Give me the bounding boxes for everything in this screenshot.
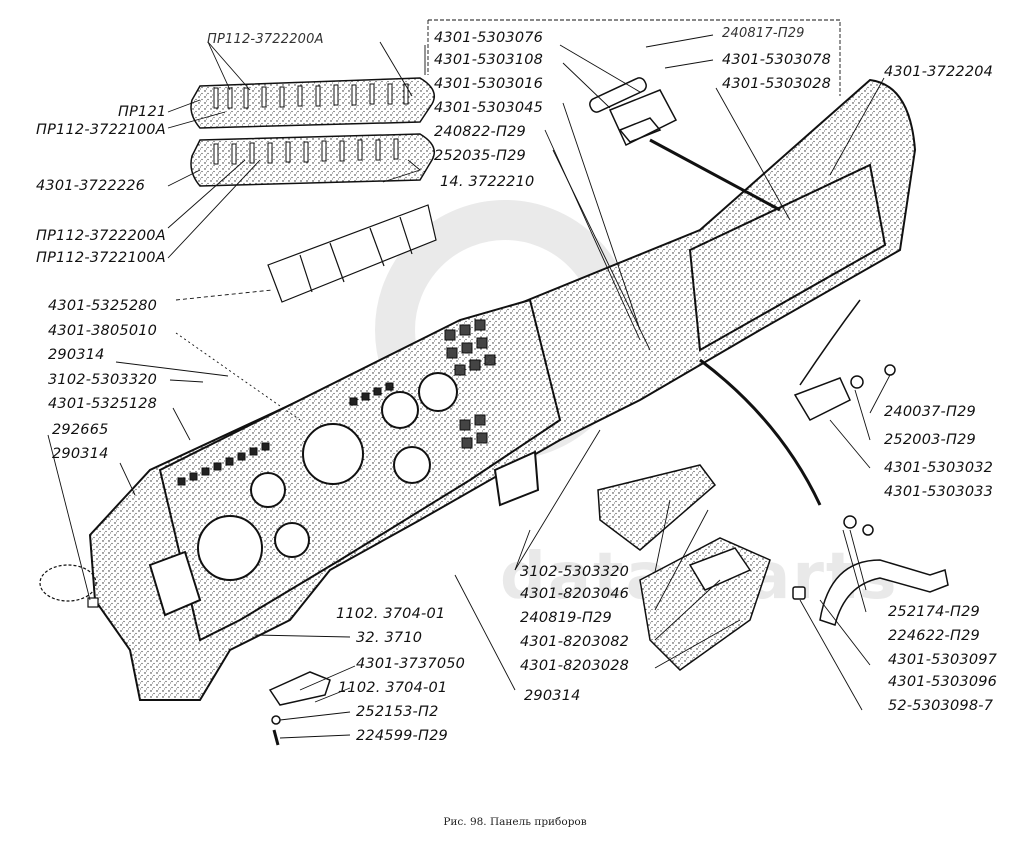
hinge-arrow	[799, 299, 861, 386]
label-screw-290314-c: 290314	[524, 688, 581, 704]
ashtray-cover	[597, 464, 717, 551]
label-instrument-cluster: 4301-3805010	[48, 323, 158, 339]
label-ashtray-8203046: 4301-8203046	[520, 586, 630, 602]
label-screw-290314-b: 290314	[52, 446, 109, 462]
leader-lines	[47, 19, 891, 739]
label-lock-5303108: 4301-5303108	[434, 52, 544, 68]
label-fuse-holder: 14. 3722210	[440, 174, 535, 190]
indicator-strip	[177, 382, 394, 486]
glovebox-lock	[589, 77, 678, 147]
gauge-small-3	[381, 391, 419, 429]
label-washer-252003: 252003-П29	[884, 432, 976, 448]
label-bracket-5303096: 4301-5303096	[888, 674, 998, 690]
label-pr121: ПР121	[118, 104, 167, 120]
label-switch-1102-b: 1102. 3704-01	[338, 680, 448, 696]
label-switch-1102-a: 1102. 3704-01	[336, 606, 446, 622]
label-hinge-5303032: 4301-5303032	[884, 460, 994, 476]
figure-caption: Рис. 98. Панель приборов	[443, 816, 587, 828]
label-part-292665: 292665	[52, 422, 109, 438]
label-part-5303028: 4301-5303028	[722, 76, 832, 92]
switch-1102	[268, 671, 331, 746]
label-lock-5303016: 4301-5303016	[434, 76, 544, 92]
label-part-5303045: 4301-5303045	[434, 100, 544, 116]
bracket	[792, 515, 949, 626]
label-nut-224622: 224622-П29	[888, 628, 980, 644]
gauges	[197, 372, 458, 581]
gauge-small-2	[274, 522, 310, 558]
label-pr112-100a-2: ПР112-3722100А	[36, 250, 166, 266]
hinge	[793, 364, 896, 421]
label-washer-252153: 252153-П2	[356, 704, 439, 720]
gauge-small-5	[393, 446, 431, 484]
fuse-block-lower	[190, 133, 435, 187]
label-plate: 4301-5325280	[48, 298, 158, 314]
label-screw-290314-a: 290314	[48, 347, 105, 363]
label-bracket-5303097: 4301-5303097	[888, 652, 998, 668]
label-top-fuse-1: ПР112-3722200А	[207, 32, 324, 47]
label-cover-5325128: 4301-5325128	[48, 396, 158, 412]
label-screw-240819: 240819-П29	[520, 610, 612, 626]
label-clip-3102-b: 3102-5303320	[520, 564, 630, 580]
label-ashtray-8203028: 4301-8203028	[520, 658, 630, 674]
bracket-arrow	[699, 358, 822, 506]
label-part-3722204: 4301-3722204	[884, 64, 994, 80]
label-pr112-200a-2: ПР112-3722200А	[36, 228, 166, 244]
switch-grid	[444, 319, 496, 449]
gauge-small-1	[250, 472, 286, 508]
label-part-52-5303098: 52-5303098-7	[888, 698, 994, 714]
label-lock-5303076: 4301-5303076	[434, 30, 544, 46]
fuse-block-upper	[190, 77, 435, 129]
lock-arrow	[649, 138, 781, 212]
label-clip-3102-a: 3102-5303320	[48, 372, 158, 388]
label-bolt-240822: 240822-П29	[434, 124, 526, 140]
gauge-speedometer	[302, 423, 364, 485]
label-lamp-32-3710: 32. 3710	[356, 630, 423, 646]
left-clip	[39, 564, 99, 608]
label-screw-224599: 224599-П29	[356, 728, 448, 744]
label-screw-240817: 240817-П29	[722, 26, 805, 41]
label-plate	[267, 204, 437, 303]
gauge-small-4	[418, 372, 458, 412]
label-switch-3737050: 4301-3737050	[356, 656, 466, 672]
label-part-5303078: 4301-5303078	[722, 52, 832, 68]
label-washer-252035: 252035-П29	[434, 148, 526, 164]
label-washer-252174: 252174-П29	[888, 604, 980, 620]
ashtray-body	[639, 537, 771, 671]
label-hinge-5303033: 4301-5303033	[884, 484, 994, 500]
label-pr112-100a-1: ПР112-3722100А	[36, 122, 166, 138]
label-fuse-block: 4301-3722226	[36, 178, 146, 194]
gauge-tachometer	[197, 515, 263, 581]
label-ashtray-8203082: 4301-8203082	[520, 634, 630, 650]
label-bolt-240037: 240037-П29	[884, 404, 976, 420]
